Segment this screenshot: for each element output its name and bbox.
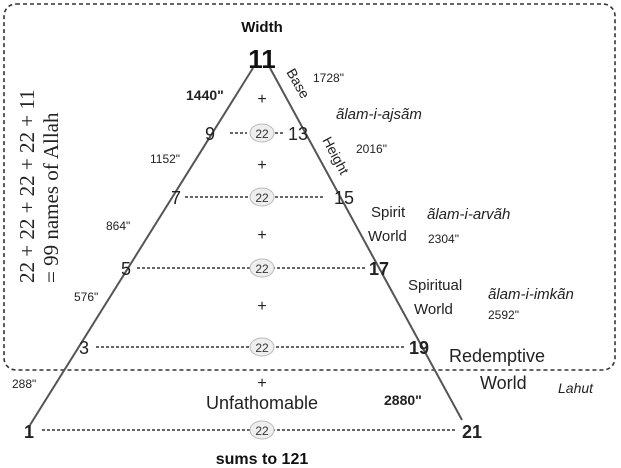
left-number-9: 9	[205, 124, 215, 144]
world-spirit-world: World	[368, 228, 407, 245]
oval-4	[249, 337, 275, 357]
right-inch-2880: 2880"	[384, 392, 422, 408]
right-number-17: 17	[369, 259, 389, 279]
left-number-7: 7	[171, 188, 181, 208]
width-label: Width	[241, 19, 283, 36]
right-number-13: 13	[288, 124, 308, 144]
left-inch-1440: 1440"	[186, 87, 224, 103]
world-unfathomable: Unfathomable	[206, 393, 318, 413]
world-spiritual: Spiritual	[408, 277, 462, 294]
middle-value-4: 22	[255, 341, 269, 355]
middle-value-3: 22	[255, 262, 269, 276]
dashed-frame	[3, 3, 616, 371]
left-number-3: 3	[79, 338, 89, 358]
plus-sign-4: +	[257, 298, 266, 315]
right-inch-1728: 1728"	[313, 71, 344, 85]
world-spirit: Spirit	[371, 204, 406, 221]
left-number-5: 5	[121, 259, 131, 279]
middle-value-5: 22	[255, 424, 269, 438]
world-redemptive: Redemptive	[449, 346, 545, 366]
middle-values: 22 22 22 22 22	[249, 123, 275, 440]
plus-sign-1: +	[257, 91, 266, 108]
triangle-right-side	[269, 67, 463, 421]
right-number-19: 19	[409, 338, 429, 358]
vertical-equation-line1: 22 + 22 + 22 + 22 + 11	[15, 89, 39, 283]
right-inch-2016: 2016"	[356, 142, 387, 156]
world-arvah: ãlam-i-arvãh	[427, 206, 510, 223]
middle-value-2: 22	[255, 191, 269, 205]
right-inch-2304: 2304"	[428, 232, 459, 246]
oval-3	[249, 258, 275, 278]
left-number-1: 1	[24, 422, 34, 442]
plus-sign-3: +	[257, 227, 266, 244]
height-label: Height	[319, 134, 352, 177]
left-inch-288: 288"	[12, 377, 36, 391]
base-label: Base	[283, 66, 313, 102]
world-ajsam: ãlam-i-ajsãm	[336, 106, 422, 123]
oval-2	[249, 187, 275, 207]
apex-number: 11	[248, 44, 276, 74]
world-imkan: ãlam-i-imkãn	[488, 286, 574, 303]
world-lahut: Lahut	[558, 380, 594, 396]
triangle-left-side	[29, 67, 254, 426]
world-redemptive-world: World	[480, 373, 527, 393]
left-inch-1152: 1152"	[150, 152, 180, 166]
left-inch-576: 576"	[74, 290, 98, 304]
footer-sum: sums to 121	[216, 451, 309, 468]
world-spiritual-world: World	[414, 301, 453, 318]
oval-5	[249, 420, 275, 440]
plus-sign-2: +	[257, 157, 266, 174]
right-number-21: 21	[462, 422, 482, 442]
right-inch-2592: 2592"	[488, 308, 519, 322]
middle-value-1: 22	[255, 127, 269, 141]
plus-sign-5: +	[257, 375, 266, 392]
left-inch-864: 864"	[106, 219, 130, 233]
vertical-equation-line2: = 99 names of Allah	[39, 112, 63, 283]
right-number-15: 15	[334, 188, 354, 208]
oval-1	[249, 123, 275, 143]
